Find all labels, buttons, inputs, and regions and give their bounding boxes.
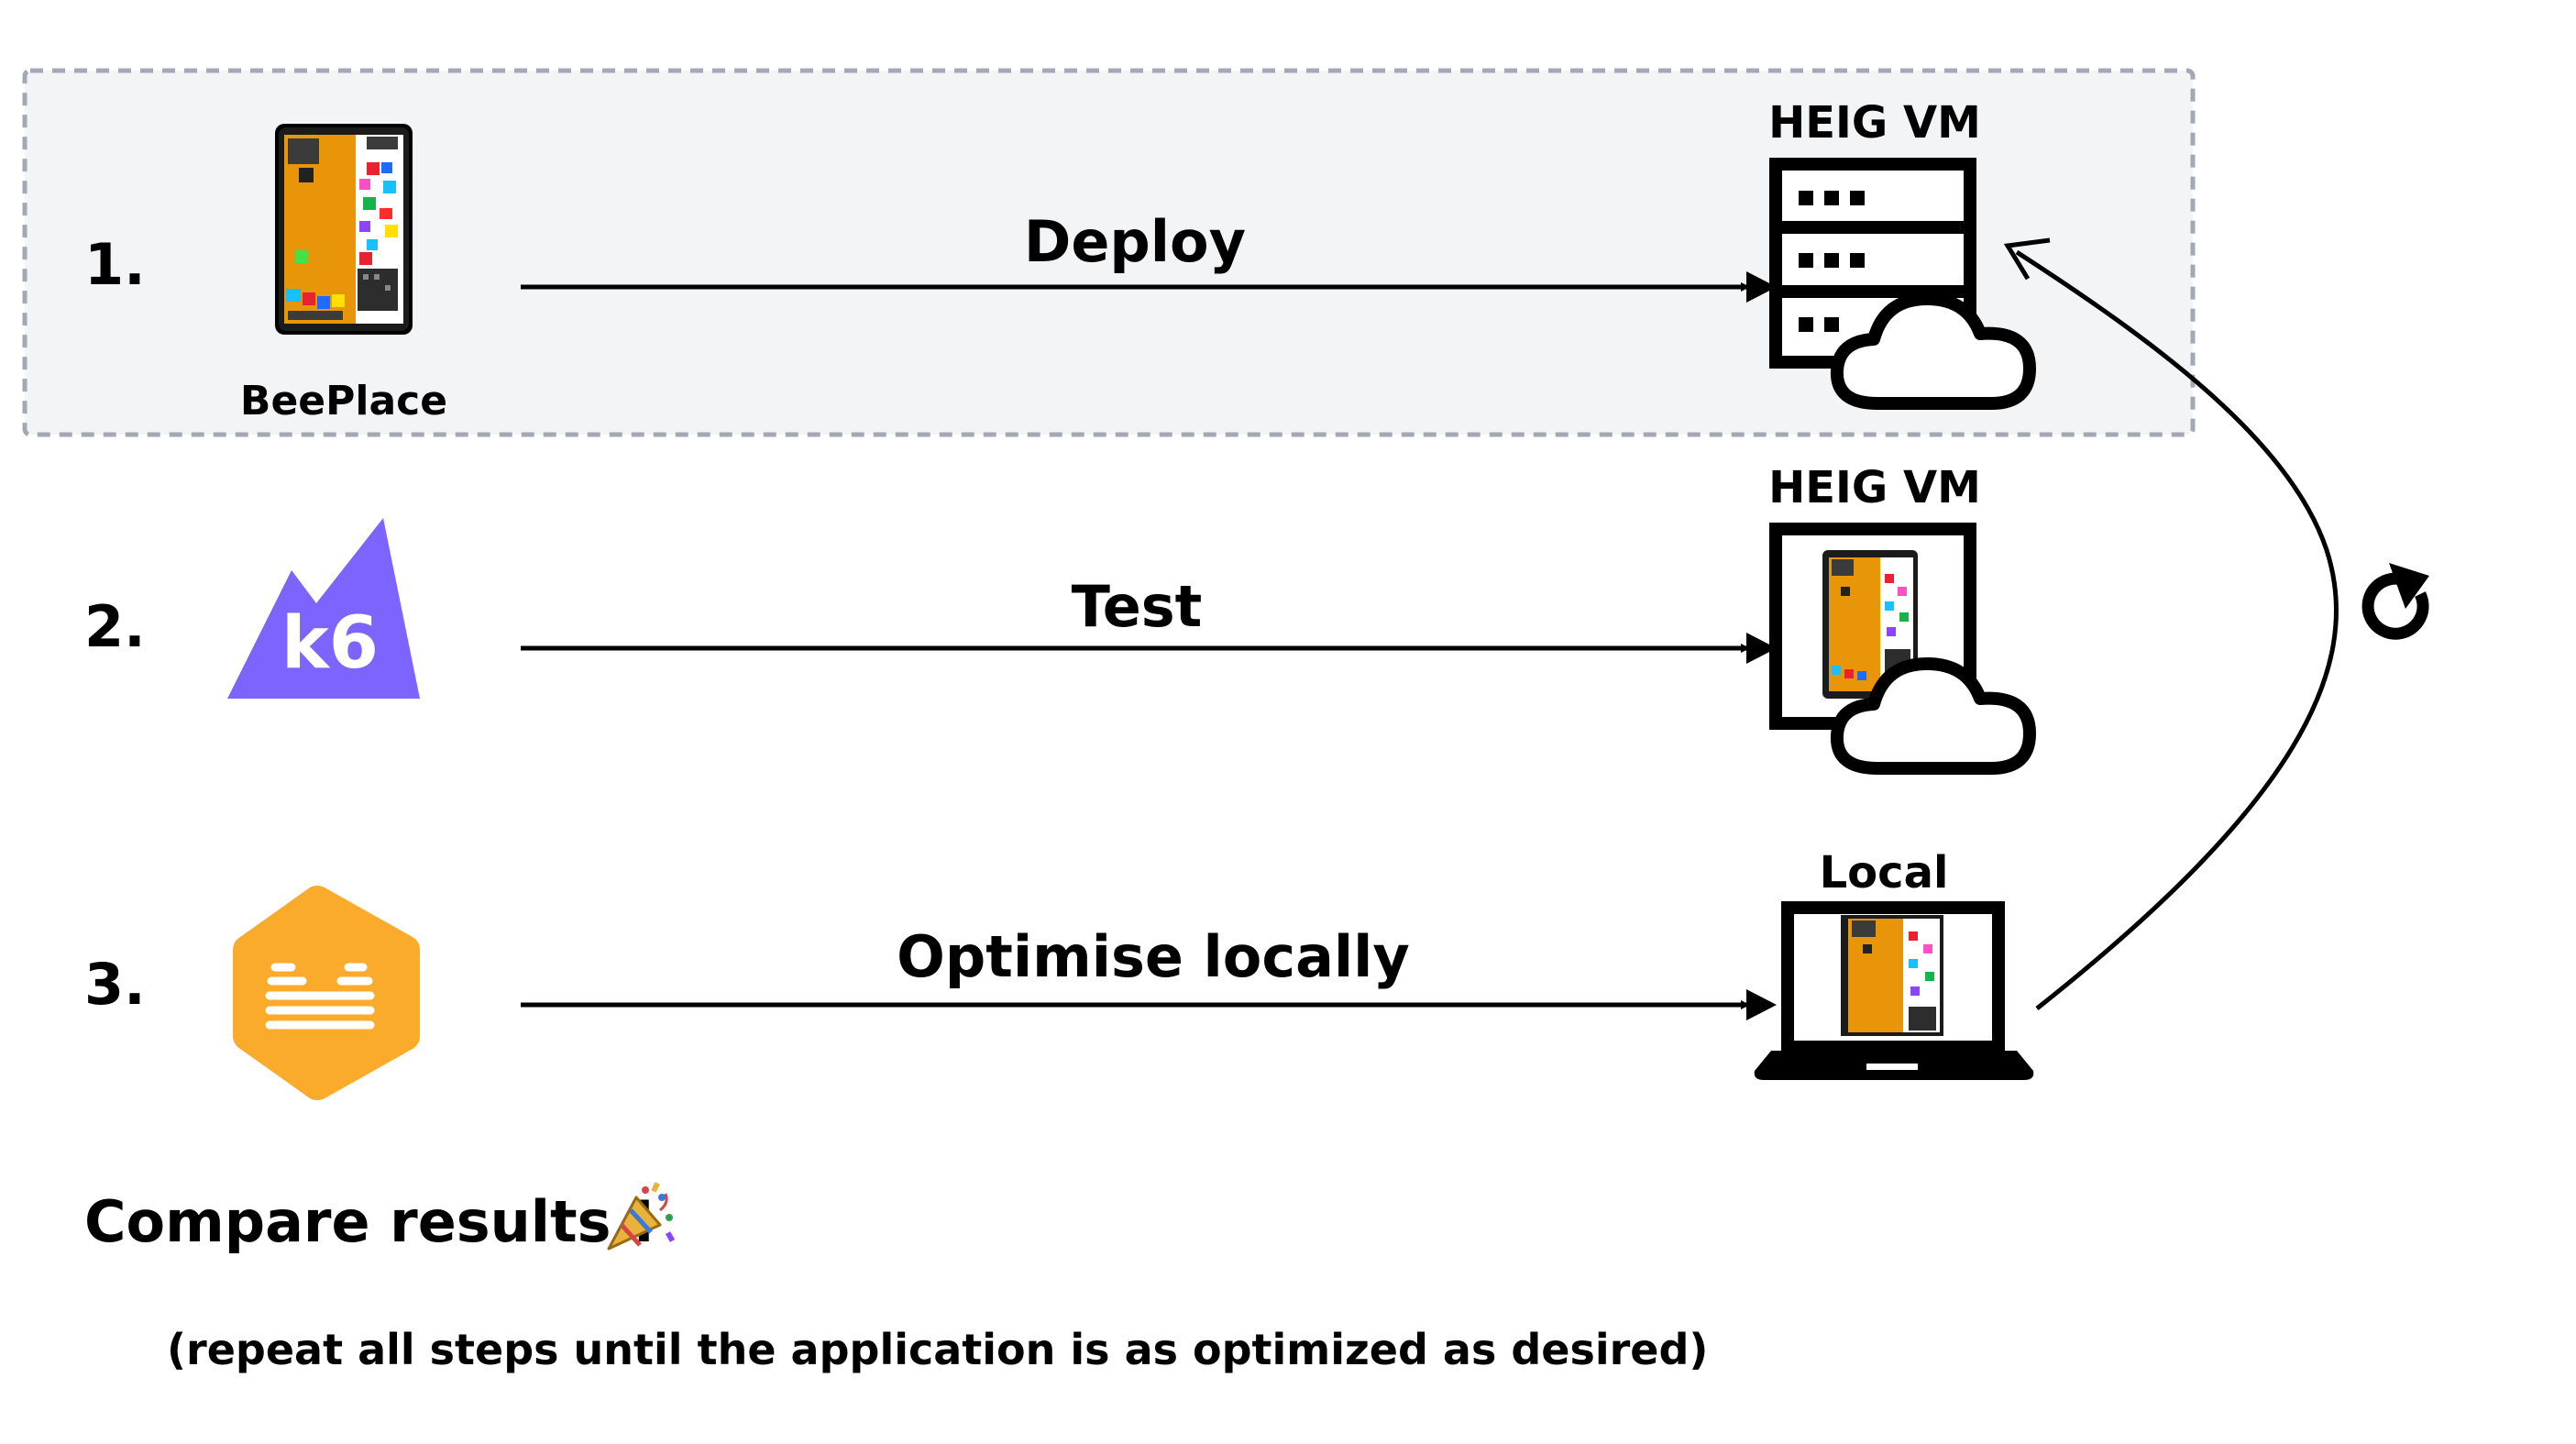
- laptop-icon: [1754, 901, 2034, 1080]
- server-cloud-icon: [1769, 158, 2036, 410]
- party-popper-emoji: [607, 1182, 676, 1251]
- vm-app-screen: [1822, 550, 1918, 699]
- orange-hexagon-logo-icon: [233, 886, 420, 1100]
- action-label-test: Test: [1072, 573, 1203, 640]
- action-label-deploy: Deploy: [1024, 208, 1246, 275]
- deploy-arrowhead: [1746, 271, 1777, 303]
- beeplace-label: BeePlace: [240, 378, 447, 424]
- repeat-note: (repeat all steps until the application …: [167, 1325, 1708, 1374]
- repeat-icon: [2361, 563, 2429, 640]
- step-number-3: 3.: [84, 951, 146, 1018]
- k6-logo-text: k6: [281, 602, 379, 685]
- loop-back-arrowhead: [2003, 237, 2051, 281]
- laptop-app-screen: [1841, 915, 1943, 1036]
- compare-results-text: Compare results !: [84, 1188, 656, 1255]
- step-number-2: 2.: [84, 593, 146, 660]
- k6-logo-icon: k6: [227, 518, 420, 699]
- optimise-arrowhead: [1746, 989, 1777, 1020]
- vm-app-cloud-icon: [1769, 523, 2036, 775]
- action-label-optimise: Optimise locally: [897, 923, 1410, 990]
- target-label-local: Local: [1820, 847, 1949, 898]
- beeplace-app-icon: [275, 124, 413, 335]
- step-number-1: 1.: [84, 231, 146, 298]
- target-label-heig-vm-1: HEIG VM: [1768, 97, 1981, 149]
- loop-back-arrow: [2015, 249, 2339, 1010]
- test-arrowhead: [1746, 633, 1777, 664]
- step-1-highlight-box: [22, 68, 2196, 437]
- target-label-heig-vm-2: HEIG VM: [1768, 462, 1981, 513]
